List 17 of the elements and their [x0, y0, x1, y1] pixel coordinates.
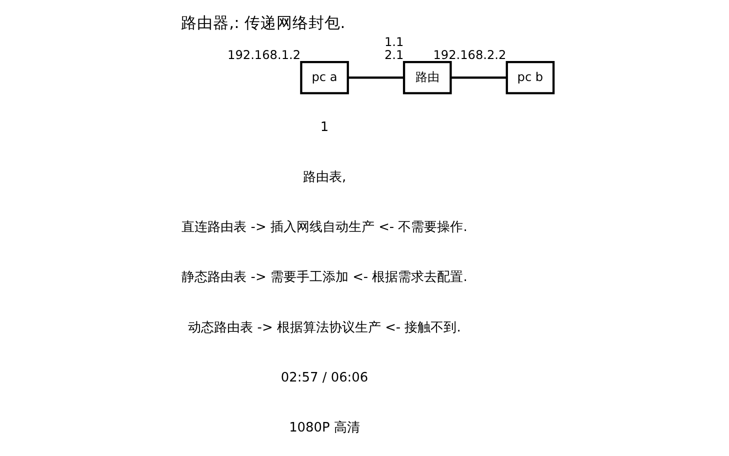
node-box: pc a [300, 61, 349, 94]
label: 动态路由表 -> 根据算法协议生产 <- 接触不到. [188, 320, 461, 336]
node-box: 路由 [402, 61, 452, 94]
node-label: 192.168.2.2 [433, 48, 506, 62]
node-label: 1.1 [384, 34, 404, 49]
node-box: pc b [506, 61, 555, 94]
diagram-title: 路由器,: 传递网络封包. [181, 14, 346, 32]
connector [348, 76, 404, 79]
label: 02:57 / 06:06 [280, 370, 368, 386]
connector [451, 76, 507, 79]
node-label: 2.1 [384, 48, 404, 62]
label: 1 [320, 120, 329, 135]
label: 直连路由表 -> 插入网线自动生产 <- 不需要操作. [182, 220, 468, 236]
label: 静态路由表 -> 需要手工添加 <- 根据需求去配置. [182, 270, 468, 286]
node-label: 192.168.1.2 [228, 48, 301, 62]
label: 路由表, [302, 170, 346, 185]
label: 1080P 高清 [289, 420, 360, 436]
